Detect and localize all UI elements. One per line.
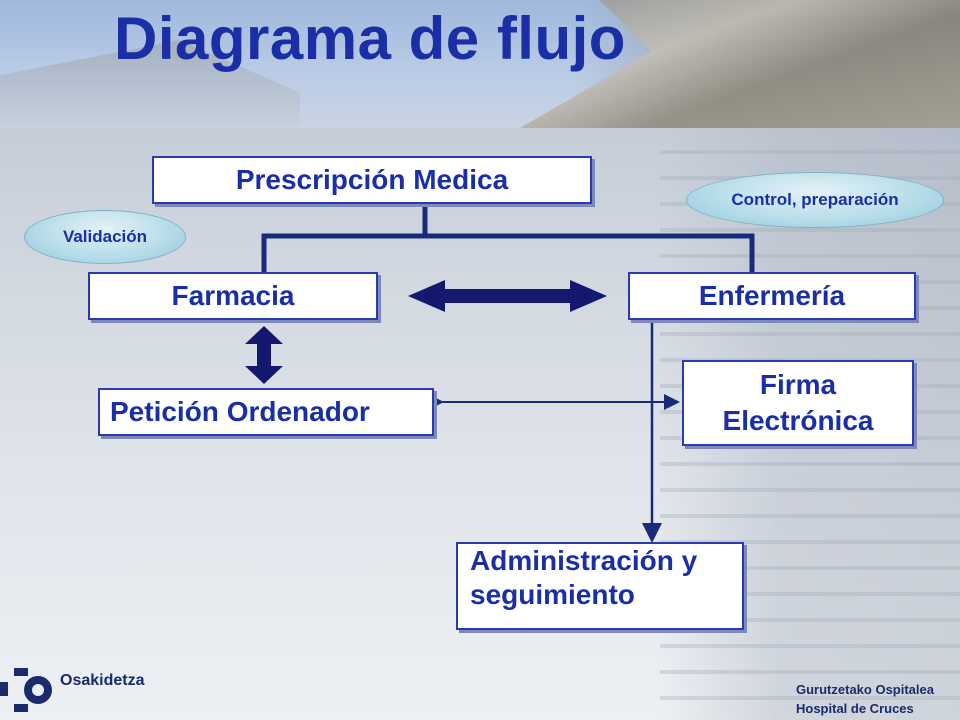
footer-hospital: Gurutzetako Ospitalea Hospital de Cruces [796, 680, 956, 718]
node-administracion-line2: seguimiento [470, 579, 635, 610]
node-prescripcion-label: Prescripción Medica [235, 164, 509, 195]
farmacia-peticion-double-arrow [245, 326, 283, 384]
node-firma-line1: Firma [759, 369, 837, 400]
header-banner [0, 0, 960, 128]
node-farmacia-label: Farmacia [171, 280, 295, 311]
node-firma-electronica: Firma Electrónica [682, 360, 914, 446]
node-enfermeria-label: Enfermería [698, 280, 846, 311]
label-control-preparacion: Control, preparación [686, 172, 944, 228]
node-administracion-seguimiento: Administración y seguimiento [456, 542, 744, 630]
page-title: Diagrama de flujo [114, 5, 626, 72]
label-validacion: Validación [24, 210, 186, 264]
footer-brand: Osakidetza [60, 672, 145, 689]
node-administracion-line1: Administración y [470, 545, 698, 576]
node-farmacia: Farmacia [88, 272, 378, 320]
node-peticion-ordenador: Petición Ordenador [98, 388, 434, 436]
node-firma-line2: Electrónica [722, 405, 874, 436]
node-peticion-label: Petición Ordenador [110, 396, 370, 427]
footer-hospital-line2: Hospital de Cruces [796, 701, 914, 716]
label-control-text: Control, preparación [731, 190, 899, 209]
prescripcion-connector [261, 202, 755, 275]
footer-hospital-line1: Gurutzetako Ospitalea [796, 682, 934, 697]
node-prescripcion-medica: Prescripción Medica [152, 156, 592, 204]
label-validacion-text: Validación [62, 227, 148, 246]
farmacia-enfermeria-double-arrow [408, 280, 607, 312]
node-enfermeria: Enfermería [628, 272, 916, 320]
osakidetza-logo-icon [0, 668, 52, 712]
